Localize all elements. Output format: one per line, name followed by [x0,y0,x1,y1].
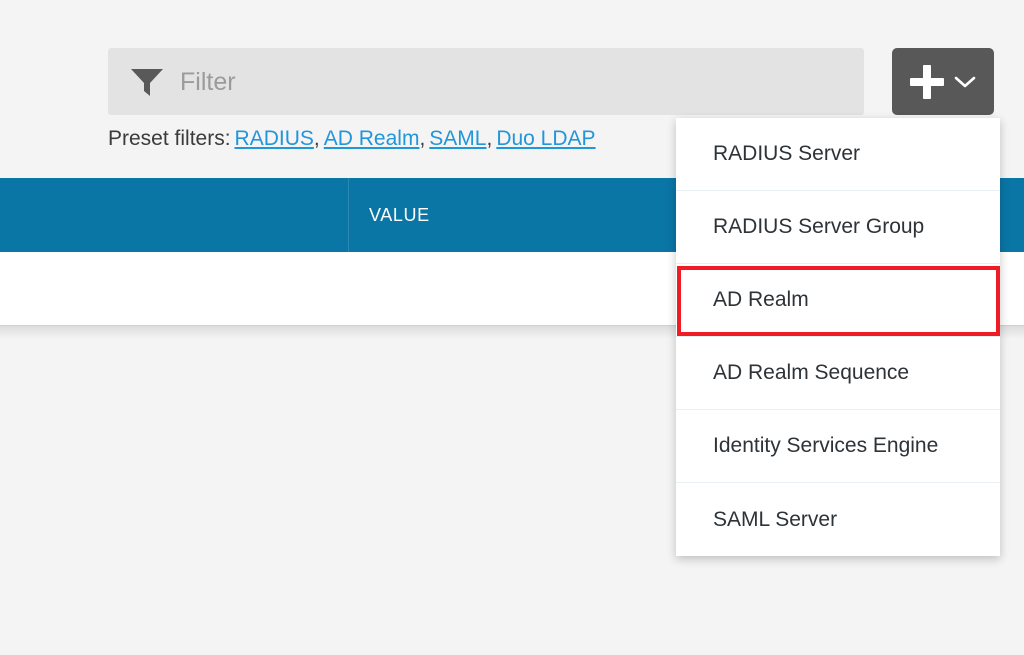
filter-input[interactable] [180,61,844,102]
menu-item-radius-server[interactable]: RADIUS Server [676,118,1000,191]
preset-filter-separator: , [419,127,426,150]
preset-filters: Preset filters:RADIUS,AD Realm,SAML,Duo … [108,126,596,152]
menu-item-ad-realm-sequence[interactable]: AD Realm Sequence [676,337,1000,410]
plus-icon [910,64,944,99]
preset-filters-label: Preset filters: [108,127,231,150]
add-dropdown-menu[interactable]: RADIUS Server RADIUS Server Group AD Rea… [676,118,1000,556]
preset-filter-separator: , [313,127,320,150]
preset-filter-link-duo-ldap[interactable]: Duo LDAP [496,127,596,150]
preset-filter-link-saml[interactable]: SAML [429,127,487,150]
menu-item-saml-server[interactable]: SAML Server [676,483,1000,556]
menu-item-identity-services-engine[interactable]: Identity Services Engine [676,410,1000,483]
add-button[interactable] [892,48,994,115]
table-column-header-name[interactable] [0,178,348,252]
preset-filter-link-radius[interactable]: RADIUS [234,127,314,150]
menu-item-ad-realm[interactable]: AD Realm [676,264,1000,337]
funnel-icon [131,68,163,96]
toolbar [0,48,1024,116]
filter-search-box[interactable] [108,48,864,115]
chevron-down-icon [954,76,976,87]
table-cell-name [0,252,348,325]
menu-item-radius-server-group[interactable]: RADIUS Server Group [676,191,1000,264]
table-column-header-value[interactable]: VALUE [348,178,1024,252]
preset-filter-link-ad-realm[interactable]: AD Realm [323,127,420,150]
preset-filter-separator: , [486,127,493,150]
